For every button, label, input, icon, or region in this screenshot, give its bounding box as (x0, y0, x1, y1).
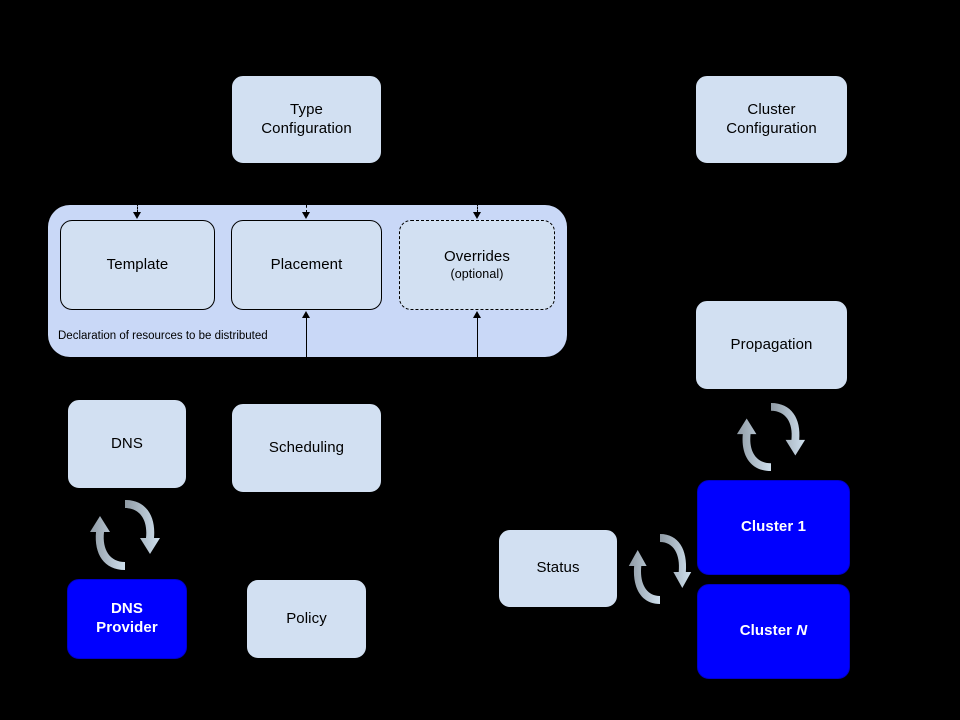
node-type-configuration-line1: Type (290, 100, 323, 118)
arrowhead-placement-up (301, 311, 310, 318)
connector-typeconfig-to-overrides (477, 203, 478, 213)
node-type-configuration[interactable]: Type Configuration (231, 75, 382, 164)
node-policy[interactable]: Policy (246, 579, 367, 659)
node-scheduling-label: Scheduling (268, 438, 345, 456)
node-template[interactable]: Template (60, 220, 215, 310)
node-dns-provider-line2: Provider (96, 619, 158, 636)
node-cluster-1-label: Cluster 1 (741, 518, 806, 537)
connector-scheduling-to-placement (306, 318, 307, 358)
node-cluster-configuration-line1: Cluster (747, 100, 796, 118)
node-status-label: Status (536, 559, 580, 577)
sync-icon-propagation (735, 396, 807, 478)
node-cluster-1-index: 1 (797, 518, 807, 536)
node-cluster-1-prefix: Cluster (740, 518, 798, 536)
node-dns-provider-line1: DNS (111, 600, 143, 618)
node-propagation-label: Propagation (730, 335, 813, 353)
node-policy-label: Policy (286, 609, 327, 627)
node-placement-label: Placement (270, 255, 343, 273)
node-overrides-label: Overrides (444, 248, 510, 266)
node-overrides-sublabel: (optional) (450, 266, 504, 281)
connector-typeconfig-to-placement (306, 168, 307, 213)
node-cluster-configuration[interactable]: Cluster Configuration (695, 75, 848, 164)
node-placement[interactable]: Placement (231, 220, 382, 310)
arrowhead-overrides-up (472, 311, 481, 318)
sync-icon-dns (88, 494, 162, 576)
node-cluster-n-prefix: Cluster (739, 622, 797, 640)
node-template-label: Template (106, 255, 169, 273)
arrowhead-template-in (132, 212, 141, 219)
node-cluster-n-index: N (796, 622, 808, 640)
sync-icon-status (627, 528, 693, 610)
arrowhead-placement-in (301, 212, 310, 219)
group-caption: Declaration of resources to be distribut… (58, 330, 268, 342)
node-cluster-n[interactable]: Cluster N (697, 584, 850, 679)
node-dns-provider[interactable]: DNS Provider (67, 579, 187, 659)
node-status[interactable]: Status (498, 529, 618, 608)
node-dns[interactable]: DNS (67, 399, 187, 489)
node-type-configuration-line2: Configuration (261, 119, 352, 137)
connector-typeconfig-to-template (137, 203, 138, 213)
node-cluster-n-label: Cluster N (740, 622, 808, 641)
node-cluster-1[interactable]: Cluster 1 (697, 480, 850, 575)
node-propagation[interactable]: Propagation (695, 300, 848, 390)
arrowhead-overrides-in (472, 212, 481, 219)
node-scheduling[interactable]: Scheduling (231, 403, 382, 493)
node-dns-label: DNS (111, 434, 143, 452)
connector-policy-to-overrides (477, 318, 478, 358)
node-overrides[interactable]: Overrides (optional) (399, 220, 555, 310)
node-cluster-configuration-line2: Configuration (726, 119, 817, 137)
